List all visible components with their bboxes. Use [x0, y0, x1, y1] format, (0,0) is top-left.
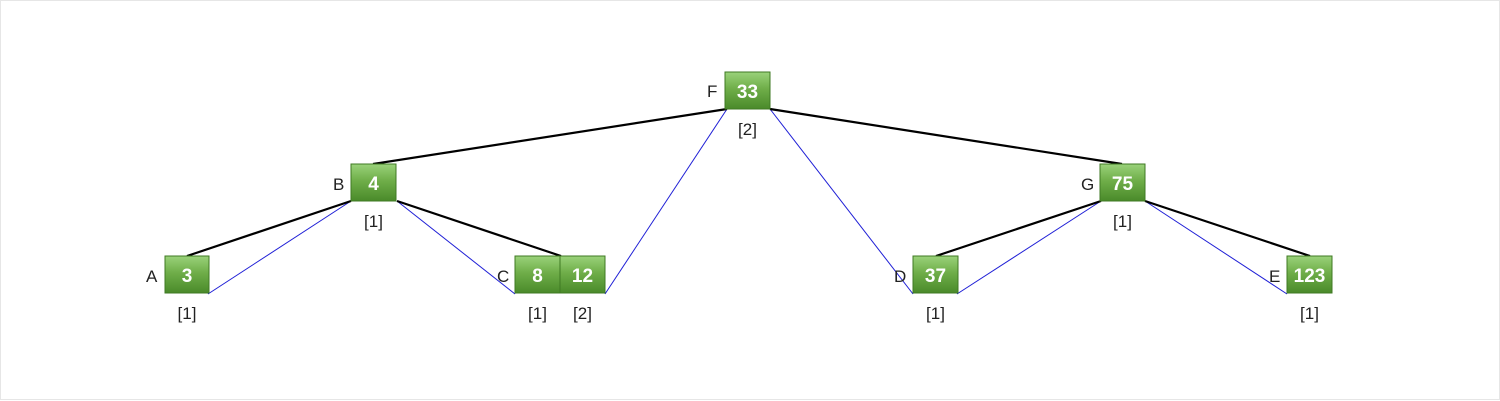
edge-g-d — [935, 199, 1102, 258]
node-a: A 3 [1] — [146, 255, 210, 323]
key-box — [559, 255, 606, 294]
node-label: E — [1269, 267, 1280, 286]
node-e: E 123 [1] — [1269, 255, 1333, 323]
key-box — [912, 255, 959, 294]
key-box — [514, 255, 561, 294]
node-g: G 75 [1] — [1081, 163, 1146, 231]
node-count: [1] — [364, 212, 383, 231]
node-count: [2] — [573, 304, 592, 323]
key-box — [1286, 255, 1333, 294]
node-count: [1] — [178, 304, 197, 323]
link-g-e — [1144, 200, 1288, 295]
key-value: 75 — [1112, 174, 1134, 195]
key-box — [350, 163, 397, 202]
node-label: G — [1081, 175, 1094, 194]
node-label: D — [894, 267, 906, 286]
edge-g-e — [1144, 199, 1311, 258]
link-b-a — [207, 200, 352, 295]
link-g-d — [956, 200, 1102, 295]
node-label: C — [497, 267, 509, 286]
tree-edges — [186, 107, 1311, 258]
key-value: 37 — [925, 266, 946, 287]
key-value: 12 — [572, 266, 593, 287]
key-box — [724, 71, 771, 110]
link-b-c — [396, 200, 516, 295]
node-count: [2] — [738, 120, 757, 139]
node-d: D 37 [1] — [894, 255, 959, 323]
key-box — [164, 255, 210, 294]
node-label: F — [707, 82, 717, 101]
node-count: [1] — [528, 304, 547, 323]
node-count: [1] — [1113, 212, 1132, 231]
node-label: B — [333, 175, 344, 194]
leaf-links — [207, 108, 1288, 295]
key-value: 3 — [182, 266, 193, 287]
key-value: 33 — [737, 82, 758, 103]
node-b: B 4 [1] — [333, 163, 397, 231]
key-value: 4 — [368, 174, 379, 195]
edge-b-a — [186, 199, 352, 258]
link-c-f — [604, 108, 728, 295]
node-count: [1] — [1300, 304, 1319, 323]
edge-b-c — [396, 199, 562, 258]
node-f: F 33 [2] — [707, 71, 771, 139]
edge-f-g — [769, 107, 1123, 166]
key-box — [1099, 163, 1146, 202]
node-label: A — [146, 267, 158, 286]
node-count: [1] — [926, 304, 945, 323]
edge-f-b — [372, 107, 728, 166]
key-value: 8 — [532, 266, 543, 287]
key-value: 123 — [1294, 266, 1326, 287]
link-f-d — [769, 108, 914, 295]
node-c: C 8 12 [1] [2] — [497, 255, 606, 323]
